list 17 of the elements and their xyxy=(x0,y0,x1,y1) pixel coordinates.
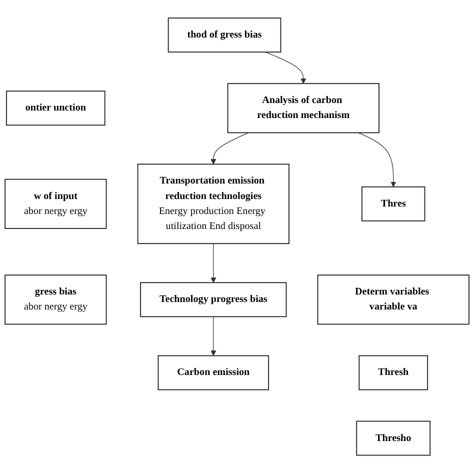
arrow xyxy=(210,316,216,356)
node-box: Carbon emission xyxy=(158,356,270,391)
arrow xyxy=(265,52,306,84)
node-box: Thres xyxy=(361,186,426,222)
node-box: w of input abor nergy ergy xyxy=(4,179,107,230)
arrow xyxy=(358,132,396,188)
node-box: Transportation emission reduction technologies Energy production Energy utilization End disposal xyxy=(137,164,290,244)
node-box: thod of gress bias xyxy=(168,18,282,53)
node-box: Analysis of carbon reduction mechanism xyxy=(227,83,380,134)
node-box: Determ variables variable va xyxy=(317,274,470,326)
node-box: Technology progress bias xyxy=(140,282,287,318)
node-box: ontier unction xyxy=(6,91,106,126)
node-box: gress bias abor nergy ergy xyxy=(4,274,107,326)
node-box: Thresho xyxy=(356,421,431,456)
node-box: Thresh xyxy=(358,356,428,391)
arrow xyxy=(210,132,249,165)
arrow xyxy=(210,244,216,284)
